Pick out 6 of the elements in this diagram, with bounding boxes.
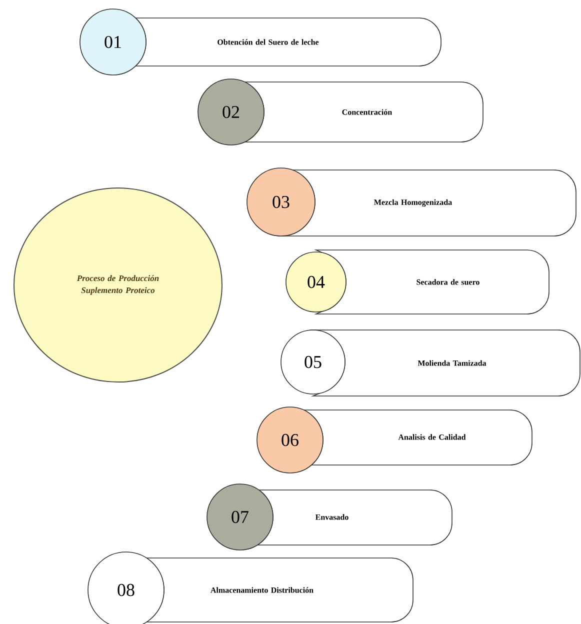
step-pill: Almacenamiento Distribución bbox=[146, 558, 414, 622]
step-pill: Concentración bbox=[244, 82, 484, 142]
node-label: 08 bbox=[118, 584, 134, 596]
step-pill: Envasado bbox=[257, 490, 452, 546]
step-pill: Analisis de Calidad bbox=[303, 410, 532, 466]
step-pill: Obtención del Suero de leche bbox=[135, 18, 442, 66]
